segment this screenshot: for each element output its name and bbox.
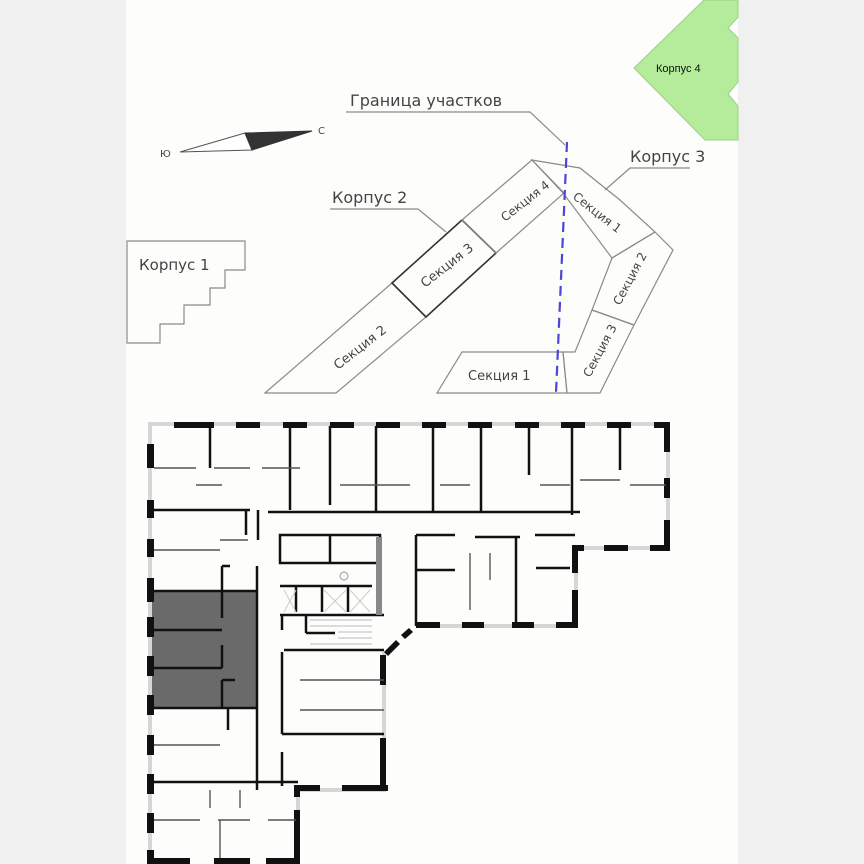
compass-south-letter: Ю: [160, 149, 171, 160]
korpus-2-section-2[interactable]: [263, 282, 427, 394]
site-boundary-line: [554, 141, 569, 394]
section-1-building[interactable]: Секция 1: [435, 351, 568, 394]
compass-icon: Ю С: [160, 126, 325, 160]
korpus-2-section-2-label: Секция 2: [331, 323, 389, 373]
boundary-label: Граница участков: [350, 91, 502, 110]
korpus-3-section-3-label: Секция 3: [580, 322, 619, 379]
korpus-4-building[interactable]: Корпус 4: [633, 0, 739, 141]
selected-apartment[interactable]: [152, 591, 257, 708]
boundary-callout: Граница участков: [346, 91, 566, 146]
korpus-2-section-3-label: Секция 3: [418, 241, 476, 291]
korpus-2-label: Корпус 2: [332, 188, 407, 207]
korpus-1-building[interactable]: Корпус 1: [126, 240, 246, 344]
korpus-3-section-2-label: Секция 2: [610, 250, 649, 307]
korpus-2-section-4-label: Секция 4: [498, 178, 552, 225]
floor-plan: [147, 422, 670, 864]
korpus-1-label: Корпус 1: [139, 256, 210, 274]
korpus-2-building[interactable]: Корпус 2 Секция 2 Секция 3 Секция 4: [263, 159, 565, 394]
compass-north-letter: С: [318, 126, 325, 137]
korpus-3-label: Корпус 3: [630, 147, 705, 166]
korpus-3-section-2[interactable]: [591, 231, 674, 326]
section-1-label: Секция 1: [468, 369, 530, 384]
korpus-4-label: Корпус 4: [656, 63, 701, 75]
